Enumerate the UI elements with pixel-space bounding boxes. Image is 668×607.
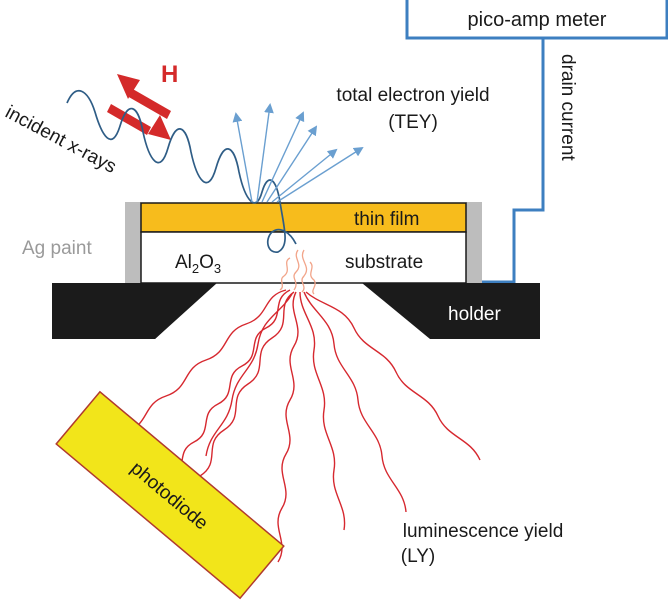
ly-label-line2: (LY) <box>401 546 435 567</box>
pico-amp-meter-box <box>405 0 668 40</box>
holder-body-right <box>362 283 540 339</box>
luminescence-waves <box>125 289 481 563</box>
luminescence-origin <box>279 249 316 295</box>
drain-current-label: drain current <box>557 54 578 161</box>
holder-label: holder <box>448 304 501 325</box>
ly-label-line1: luminescence yield <box>403 521 564 542</box>
tey-label-line1: total electron yield <box>336 85 489 106</box>
tey-label-line2: (TEY) <box>388 112 438 133</box>
h-field-arrows <box>107 74 171 140</box>
ag-paint-left <box>125 202 141 283</box>
photodiode: photodiode <box>55 390 285 600</box>
xray-wave <box>66 89 297 253</box>
incident-xrays-label: incident x-rays <box>2 102 120 178</box>
h-field-label: H <box>161 61 178 88</box>
thin-film-label: thin film <box>354 209 419 230</box>
substrate <box>140 231 467 284</box>
holder-body <box>52 283 215 339</box>
substrate-label: substrate <box>345 252 423 273</box>
electron-arrows <box>232 103 364 203</box>
drain-wire <box>475 38 545 284</box>
ag-paint-label: Ag paint <box>22 238 92 259</box>
al2o3-label: Al2O3 <box>175 252 221 276</box>
pico-amp-meter-label: pico-amp meter <box>468 9 607 31</box>
thin-film <box>140 202 467 233</box>
ag-paint-right <box>466 202 482 283</box>
